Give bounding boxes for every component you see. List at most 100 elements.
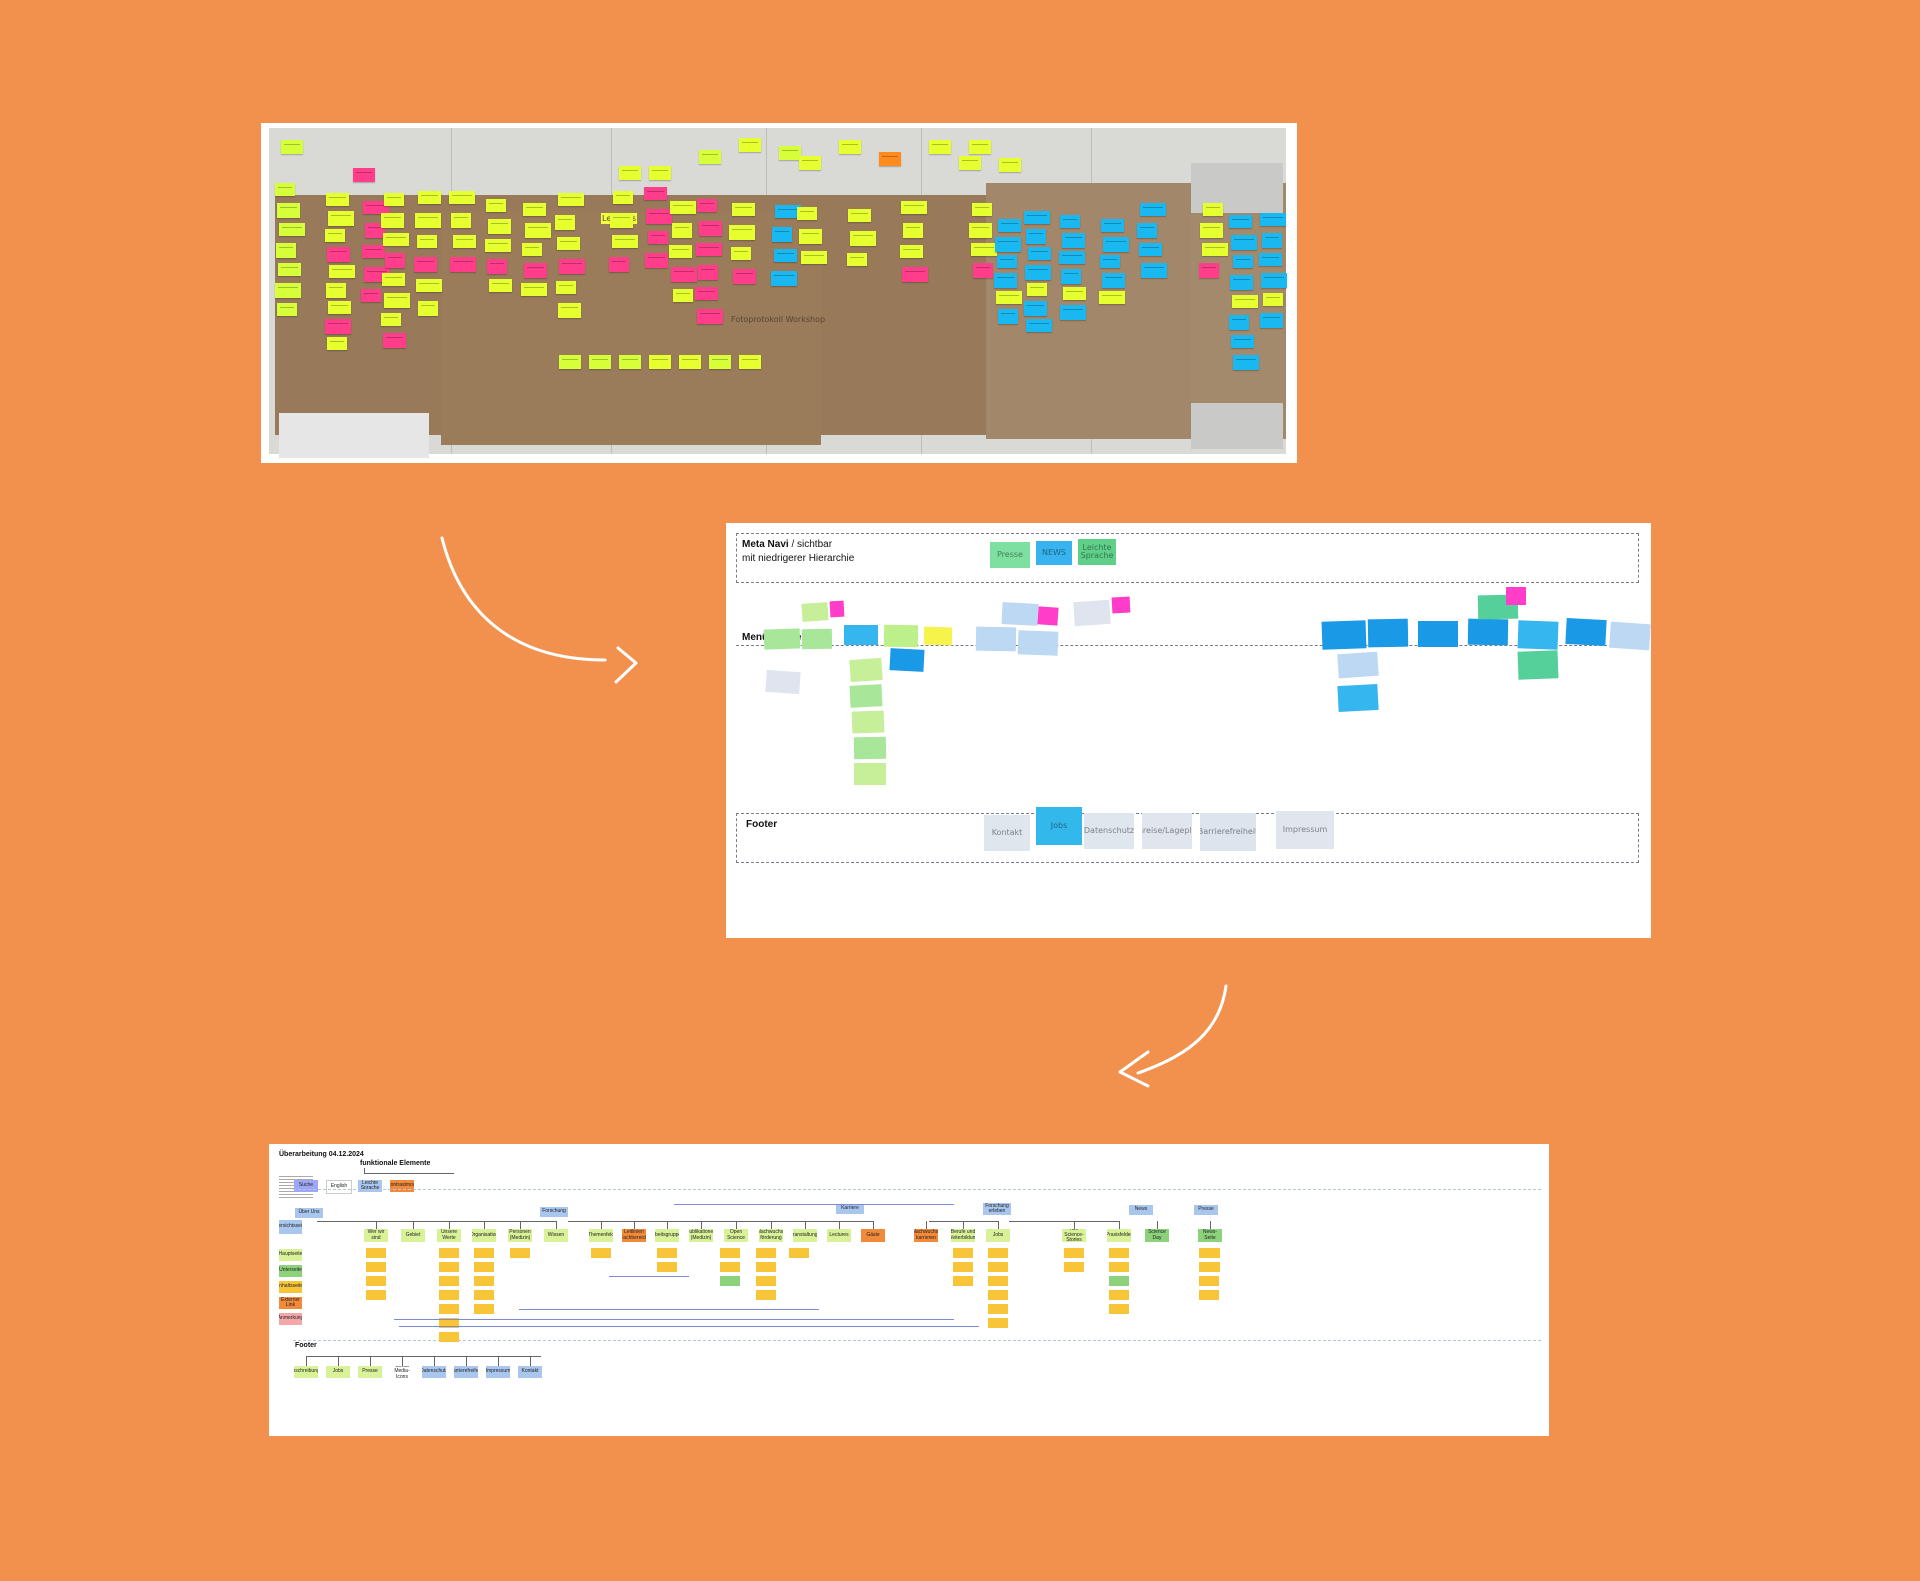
sticky-note	[1139, 243, 1162, 256]
sitemap-node-content	[1109, 1290, 1129, 1300]
sticky-note	[1026, 229, 1046, 244]
legend-main: Hauptseite	[279, 1249, 302, 1261]
func-search: Suche	[294, 1180, 318, 1192]
sticky-note	[901, 201, 927, 214]
digital-sitemap: Überarbeitung 04.12.2024 funktionale Ele…	[269, 1144, 1549, 1436]
sitemap-node-level2: Leitlinien (Fachbereich)	[622, 1229, 646, 1242]
sitemap-footer-item: Social Media-Icons	[390, 1366, 414, 1378]
sitemap-node-content	[591, 1248, 611, 1258]
sitemap-title: Überarbeitung 04.12.2024	[279, 1151, 364, 1158]
meta-card-news: NEWS	[1036, 541, 1072, 565]
sitemap-node-content	[439, 1332, 459, 1342]
sticky-note	[929, 140, 951, 154]
sticky-note	[414, 257, 437, 272]
sitemap-node-content	[1109, 1248, 1129, 1258]
sitemap-node-content	[720, 1262, 740, 1272]
tree-line	[1210, 1221, 1211, 1229]
menu-card	[1337, 651, 1379, 679]
sticky-note	[1230, 275, 1253, 290]
sticky-note	[697, 309, 723, 324]
sitemap-node-level2: Personen (Medizin)	[508, 1229, 532, 1242]
sitemap-node-content	[756, 1248, 776, 1258]
section-ueber-uns: Über Uns	[295, 1208, 323, 1218]
sticky-note	[797, 207, 817, 220]
sticky-note	[385, 253, 405, 268]
sticky-note	[415, 213, 441, 228]
menu-card	[1017, 630, 1059, 656]
footer-card-datenschutz: Datenschutz	[1084, 813, 1134, 849]
sticky-note	[994, 273, 1017, 288]
func-easy-language: Leichte Sprache	[358, 1180, 382, 1192]
sitemap-node-level2: Science Day	[1145, 1229, 1169, 1242]
menu-card	[1517, 650, 1559, 680]
sitemap-node-content	[474, 1304, 494, 1314]
sticky-note	[850, 231, 876, 246]
flow-arrow-icon	[1118, 984, 1228, 1088]
sitemap-node-level2: Organisation	[472, 1229, 496, 1242]
footer-card-jobs: Jobs	[1036, 807, 1082, 845]
sticky-note	[1062, 233, 1085, 248]
sticky-note	[669, 245, 692, 258]
tree-line	[1009, 1221, 1119, 1222]
sitemap-node-content	[474, 1248, 494, 1258]
menu-card	[1037, 606, 1059, 626]
sitemap-node-level2: Themenfeld	[589, 1229, 613, 1242]
sticky-note	[418, 301, 438, 316]
tree-line	[701, 1221, 702, 1229]
sitemap-node-level2: Wissen	[544, 1229, 568, 1242]
menu-card	[801, 628, 833, 650]
tree-line	[929, 1221, 999, 1222]
legend-note: Anmerkung	[279, 1313, 302, 1325]
sticky-note	[1099, 291, 1125, 304]
tree-line	[413, 1221, 414, 1229]
menu-level-line	[736, 645, 1637, 646]
sticky-note	[275, 183, 295, 196]
tree-line	[771, 1221, 772, 1229]
sticky-note	[277, 203, 300, 218]
tree-line	[466, 1356, 467, 1366]
menu-card	[849, 684, 883, 708]
sticky-note	[328, 301, 351, 314]
sitemap-node-level2: Lectures	[827, 1229, 851, 1242]
cross-link-line	[679, 1326, 979, 1327]
sticky-note	[779, 146, 801, 160]
sitemap-footer-item: Ausschreibungen	[294, 1366, 318, 1378]
sitemap-node-content	[988, 1290, 1008, 1300]
sticky-note	[383, 233, 409, 246]
sticky-note	[558, 193, 584, 206]
tree-line	[370, 1356, 371, 1366]
sticky-note	[731, 247, 751, 260]
sticky-note	[1199, 263, 1219, 278]
sitemap-node-content	[439, 1290, 459, 1300]
tree-line	[667, 1221, 668, 1229]
sticky-note	[488, 219, 511, 234]
sitemap-node-content	[756, 1262, 776, 1272]
tree-line	[520, 1221, 521, 1229]
sticky-note	[559, 355, 581, 369]
sticky-note	[556, 281, 576, 294]
sticky-note	[383, 333, 406, 348]
sitemap-node-content	[474, 1262, 494, 1272]
sticky-note	[327, 337, 347, 350]
sticky-note	[670, 201, 696, 214]
sticky-note	[969, 140, 991, 154]
printout-sheets	[279, 413, 429, 458]
sticky-note	[1140, 203, 1166, 216]
sticky-note	[589, 355, 611, 369]
tree-line	[998, 1221, 999, 1229]
tree-line	[736, 1221, 737, 1229]
sticky-note	[673, 289, 693, 302]
meta-navi-subtitle: mit niedrigerer Hierarchie	[742, 553, 855, 564]
tree-line	[484, 1221, 485, 1229]
sticky-note	[699, 150, 721, 164]
sitemap-node-level2: Publikationen (Medizin)	[689, 1229, 713, 1242]
section-presse: Presse	[1194, 1205, 1218, 1215]
sticky-note	[648, 231, 668, 244]
sticky-note	[995, 237, 1021, 252]
menu-card	[975, 626, 1017, 652]
sticky-note	[649, 166, 671, 180]
sticky-note	[384, 193, 404, 206]
menu-card	[883, 624, 919, 648]
sticky-note	[326, 283, 346, 298]
menu-card	[1321, 620, 1367, 650]
